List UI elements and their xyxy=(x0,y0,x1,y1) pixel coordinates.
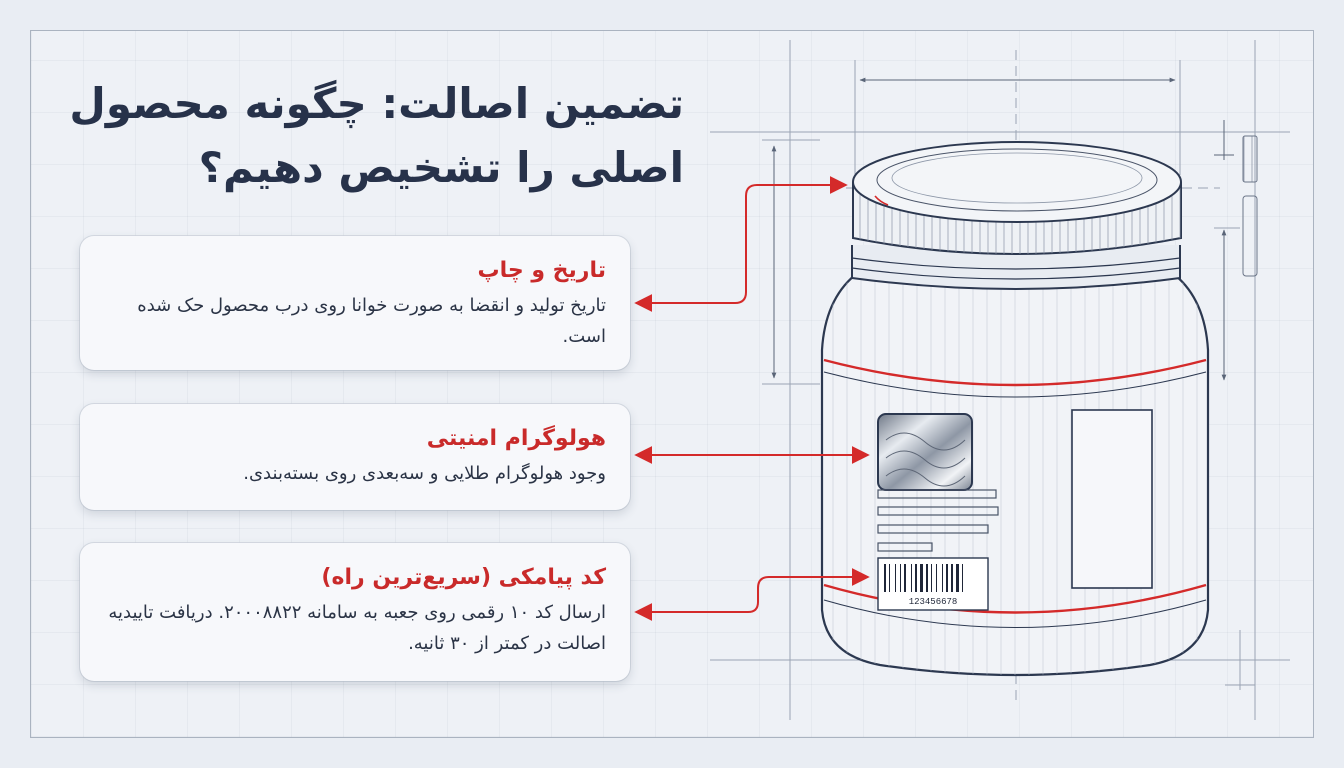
neck-profile-icon xyxy=(1242,195,1258,277)
arrow-date-print xyxy=(634,176,848,312)
cap-profile-icon xyxy=(1242,135,1258,183)
card-body: ارسال کد ۱۰ رقمی روی جعبه به سامانه ۲۰۰۰… xyxy=(108,602,606,654)
barcode-bar xyxy=(962,564,963,592)
barcode-bar xyxy=(915,564,917,592)
page-title: تضمین اصالت: چگونه محصول اصلی را تشخیص د… xyxy=(69,79,684,192)
barcode-bar xyxy=(904,564,906,592)
barcode-bar xyxy=(920,564,923,592)
barcode-bar xyxy=(951,564,953,592)
barcode-bar xyxy=(946,564,948,592)
barcode-bar xyxy=(895,564,896,592)
card-body: وجود هولوگرام طلایی و سه‌بعدی روی بسته‌ب… xyxy=(243,463,606,484)
barcode-bar xyxy=(911,564,912,592)
barcode-bar xyxy=(931,564,932,592)
barcode-bar xyxy=(936,564,937,592)
label-panel xyxy=(1071,409,1153,589)
barcode: 123456678 xyxy=(877,557,989,611)
barcode-bar xyxy=(942,564,943,592)
card-body: تاریخ تولید و انقضا به صورت خوانا روی در… xyxy=(137,295,606,347)
barcode-bar xyxy=(884,564,886,592)
info-card-sms-code: کد پیامکی (سریع‌ترین راه) ارسال کد ۱۰ رق… xyxy=(80,543,630,681)
arrow-sms-code xyxy=(634,568,870,621)
info-card-hologram: هولوگرام امنیتی وجود هولوگرام طلایی و سه… xyxy=(80,404,630,510)
info-card-date-print: تاریخ و چاپ تاریخ تولید و انقضا به صورت … xyxy=(80,236,630,370)
label-text-lines xyxy=(877,489,999,552)
jar-cap xyxy=(852,141,1182,255)
card-heading: تاریخ و چاپ xyxy=(477,258,606,283)
barcode-bar xyxy=(889,564,890,592)
barcode-bar xyxy=(926,564,928,592)
card-heading: هولوگرام امنیتی xyxy=(426,426,606,451)
connector-arrows xyxy=(634,176,870,621)
card-heading: کد پیامکی (سریع‌ترین راه) xyxy=(321,565,606,590)
hologram-pattern xyxy=(885,432,966,487)
barcode-bar xyxy=(956,564,959,592)
barcode-number: 123456678 xyxy=(909,597,958,607)
barcode-bar xyxy=(900,564,901,592)
